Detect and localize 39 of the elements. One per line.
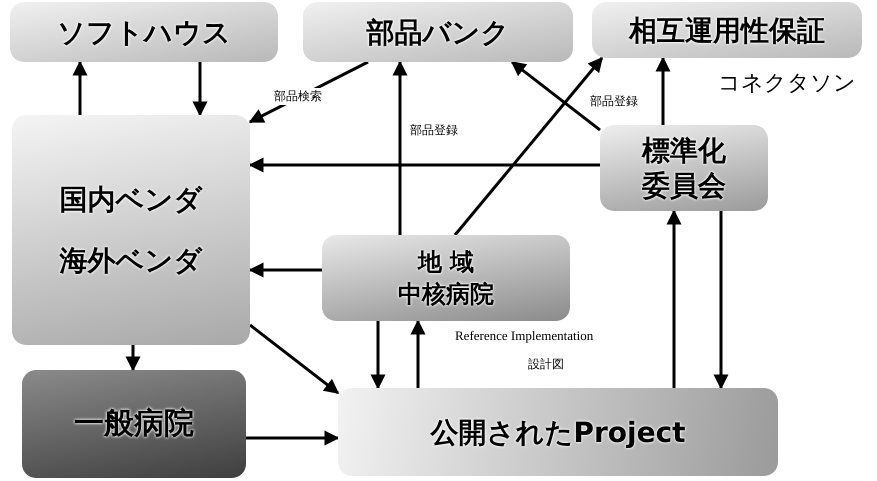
arrow: [72, 60, 88, 115]
node-label: 地 域: [418, 247, 474, 277]
arrow: [454, 56, 604, 236]
arrow: [656, 56, 670, 125]
arrow: [510, 60, 601, 132]
edge-label: 部品検索: [272, 88, 324, 105]
process-box: [592, 2, 862, 58]
process-box: [303, 2, 573, 62]
arrow: [192, 62, 208, 116]
arrow: [249, 324, 340, 394]
arrow: [392, 60, 408, 235]
annotation-text: 設計図: [528, 356, 564, 373]
node-label: 一般病院: [74, 405, 194, 443]
node-label: 公開されたProject: [430, 414, 686, 450]
arrow: [666, 210, 682, 388]
process-box: [22, 370, 246, 478]
node-label: ソフトハウス: [57, 14, 231, 50]
arrow: [248, 158, 600, 172]
arrow: [248, 262, 322, 278]
edge-label: 部品登録: [588, 93, 640, 110]
arrow: [126, 345, 140, 372]
process-box: [338, 388, 778, 476]
annotation-text: コネクタソン: [718, 70, 856, 98]
arrow: [246, 430, 340, 446]
process-box: [10, 2, 278, 62]
process-box: [322, 235, 570, 321]
node-label: 国内ベンダ: [60, 182, 202, 217]
node-label: 相互運用性保証: [629, 12, 825, 48]
annotation-text: Reference Implementation: [455, 328, 594, 344]
node-label: 部品バンク: [366, 14, 510, 50]
node-label: 海外ベンダ: [60, 243, 202, 278]
arrow: [714, 211, 728, 390]
arrow: [370, 321, 386, 390]
node-label: 中核病院: [398, 279, 494, 309]
arrow: [410, 320, 426, 388]
edge-label: 部品登録: [408, 122, 460, 139]
process-box: [600, 125, 768, 211]
node-label: 標準化委員会: [640, 133, 727, 203]
process-box: [12, 115, 250, 345]
